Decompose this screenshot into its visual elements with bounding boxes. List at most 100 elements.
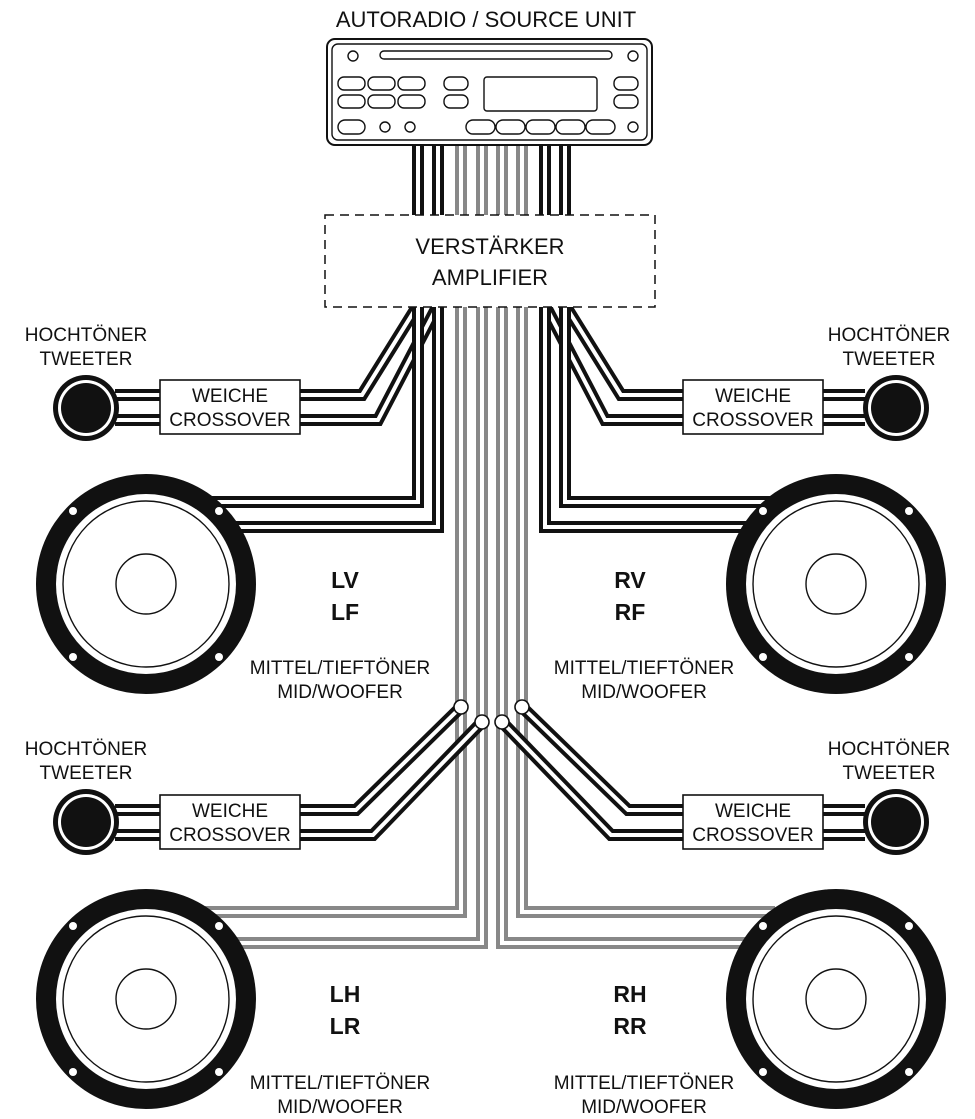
channel-label-en: RR [613, 1013, 647, 1039]
radio-buttons [337, 76, 639, 135]
wire-crossover-to-tweeter-front-left [115, 389, 160, 426]
radio-button [613, 94, 639, 109]
power-knob-icon [347, 50, 359, 62]
rear-left-system: HOCHTÖNER TWEETER WEICHE CROSSOVER LH LR… [25, 739, 430, 1118]
woofer-icon [36, 889, 256, 1109]
tweeter-icon [53, 789, 119, 855]
junction-node [514, 699, 530, 715]
crossover: WEICHE CROSSOVER [682, 379, 824, 435]
preset-button [525, 119, 556, 135]
wire-source-to-amp-front-left [412, 145, 444, 220]
wire-amp-to-woofer-rear-left [205, 305, 488, 949]
tweeter-label-en: TWEETER [40, 763, 133, 784]
cd-slot [379, 50, 613, 60]
tweeter-label-de: HOCHTÖNER [828, 325, 950, 346]
channel-label-de: RV [614, 567, 646, 593]
crossover-label-de: WEICHE [192, 801, 268, 822]
radio-button [443, 94, 469, 109]
radio-knob-icon [379, 121, 391, 133]
tweeter-label-en: TWEETER [40, 349, 133, 370]
amplifier-label-en: AMPLIFIER [432, 265, 548, 290]
wire-amp-to-woofer-front-right [539, 305, 775, 533]
radio-button [337, 94, 366, 109]
tweeter-label-de: HOCHTÖNER [828, 739, 950, 760]
crossover: WEICHE CROSSOVER [682, 794, 824, 850]
tweeter-label-en: TWEETER [843, 763, 936, 784]
radio-button [367, 76, 396, 91]
wire-crossover-to-tweeter-rear-right [823, 804, 865, 841]
radio-button [397, 76, 426, 91]
crossover-label-en: CROSSOVER [692, 825, 813, 846]
preset-button [465, 119, 496, 135]
wire-tap-to-crossover-rear-right [497, 702, 683, 841]
woofer-label-en: MID/WOOFER [581, 682, 707, 703]
display-screen [483, 76, 598, 112]
junction-node [453, 699, 469, 715]
crossover-label-de: WEICHE [715, 801, 791, 822]
woofer-label-de: MITTEL/TIEFTÖNER [250, 658, 431, 679]
woofer-label-en: MID/WOOFER [277, 682, 403, 703]
source-unit: AUTORADIO / SOURCE UNIT [326, 7, 653, 146]
front-right-system: HOCHTÖNER TWEETER WEICHE CROSSOVER RV RF… [554, 325, 950, 703]
channel-label-en: LR [330, 1013, 361, 1039]
junction-node [474, 714, 490, 730]
crossover-label-en: CROSSOVER [169, 410, 290, 431]
preset-button [495, 119, 526, 135]
woofer-label-en: MID/WOOFER [581, 1097, 707, 1118]
wire-source-to-amp-front-right [539, 145, 571, 220]
tweeter-label-de: HOCHTÖNER [25, 325, 147, 346]
tweeter-icon [53, 375, 119, 441]
preset-button [555, 119, 586, 135]
tweeter-icon [863, 789, 929, 855]
woofer-icon [726, 889, 946, 1109]
wire-amp-to-woofer-front-left [210, 305, 444, 533]
channel-label-de: LV [331, 567, 359, 593]
channel-label-en: RF [615, 599, 646, 625]
source-unit-label: AUTORADIO / SOURCE UNIT [336, 7, 636, 32]
crossover-label-de: WEICHE [192, 386, 268, 407]
radio-knob-icon [627, 121, 639, 133]
channel-label-en: LF [331, 599, 359, 625]
wire-amp-to-woofer-rear-right [496, 305, 775, 949]
tweeter-icon [863, 375, 929, 441]
radio-button [613, 76, 639, 91]
channel-label-de: RH [613, 981, 646, 1007]
channel-label-de: LH [330, 981, 361, 1007]
crossover-label-de: WEICHE [715, 386, 791, 407]
radio-button [397, 94, 426, 109]
wire-tap-to-crossover-rear-left [300, 702, 487, 841]
eject-button-icon [627, 50, 639, 62]
crossover: WEICHE CROSSOVER [159, 794, 301, 850]
radio-button [337, 76, 366, 91]
amplifier-box [324, 214, 656, 308]
radio-button [367, 94, 396, 109]
radio-button [337, 119, 366, 135]
crossover-label-en: CROSSOVER [169, 825, 290, 846]
junction-nodes [453, 699, 530, 730]
wires [115, 145, 865, 949]
source-unit-inner-frame [331, 43, 648, 141]
tweeter-label-de: HOCHTÖNER [25, 739, 147, 760]
woofer-label-de: MITTEL/TIEFTÖNER [554, 658, 735, 679]
front-left-system: HOCHTÖNER TWEETER WEICHE CROSSOVER LV LF… [25, 325, 430, 703]
tweeter-label-en: TWEETER [843, 349, 936, 370]
wire-crossover-to-tweeter-rear-left [115, 804, 160, 841]
woofer-icon [726, 474, 946, 694]
source-unit-body [326, 38, 653, 146]
wire-crossover-to-tweeter-front-right [823, 389, 865, 426]
woofer-label-de: MITTEL/TIEFTÖNER [250, 1073, 431, 1094]
rear-right-system: HOCHTÖNER TWEETER WEICHE CROSSOVER RH RR… [554, 739, 950, 1118]
woofer-label-en: MID/WOOFER [277, 1097, 403, 1118]
woofer-icon [36, 474, 256, 694]
amplifier: VERSTÄRKER AMPLIFIER [324, 214, 656, 308]
preset-button [585, 119, 616, 135]
crossover: WEICHE CROSSOVER [159, 379, 301, 435]
wire-source-to-amp-rear [455, 145, 528, 220]
amplifier-label-de: VERSTÄRKER [415, 234, 564, 259]
woofer-label-de: MITTEL/TIEFTÖNER [554, 1073, 735, 1094]
junction-node [494, 714, 510, 730]
radio-knob-icon [404, 121, 416, 133]
crossover-label-en: CROSSOVER [692, 410, 813, 431]
radio-button [443, 76, 469, 91]
